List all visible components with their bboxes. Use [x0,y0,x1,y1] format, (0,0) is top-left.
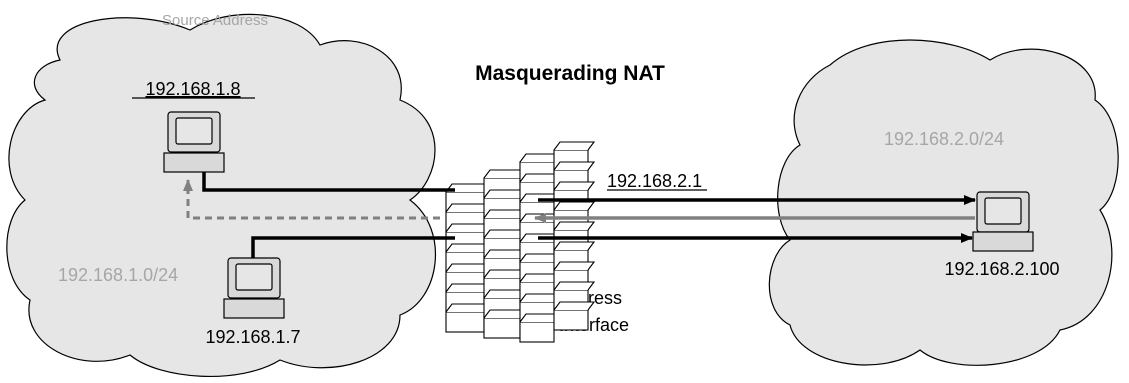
right-host-ip: 192.168.2.100 [944,259,1059,279]
firewall-brick [445,311,485,333]
firewall-brick-top [553,161,596,171]
firewall-brick-top [553,141,596,151]
computer-icon [972,191,1034,252]
firewall-brick [519,321,555,343]
host-b-ip: 192.168.1.7 [205,327,300,347]
firewall-brick-top [553,181,596,191]
firewall-brick-top [445,203,492,213]
firewall-brick [483,317,521,339]
outbound-flow-host-b [251,236,455,258]
firewall-brick-top [445,263,492,273]
firewall-brick-top [553,201,596,211]
firewall-brick-top [445,243,492,253]
right-subnet-label: 192.168.2.0/24 [884,129,1004,149]
left-network-cloud [6,13,436,378]
firewall-brick-top [553,261,596,271]
diagram-title: Masquerading NAT [475,62,665,85]
computer-icon [163,111,225,173]
firewall-brick-top [553,281,596,291]
firewall-brick-top [553,221,596,231]
firewall-brick-top [445,303,492,313]
right-network-cloud [768,39,1119,366]
firewall-brick [553,309,589,331]
firewall-brick-top [445,283,492,293]
firewall-icon [445,141,596,343]
firewall-brick-top [553,241,596,251]
firewall-brick-top [553,301,596,311]
interface-ip: 192.168.2.1 [607,171,702,191]
firewall-brick-top [445,223,492,233]
source-address-label: Source Address [162,12,268,29]
outbound-flow-host-a [202,172,455,192]
computer-icon [223,257,285,319]
left-subnet-label: 192.168.1.0/24 [58,265,178,285]
host-a-ip: 192.168.1.8 [145,79,240,99]
return-flow-to-host-a [183,179,440,220]
